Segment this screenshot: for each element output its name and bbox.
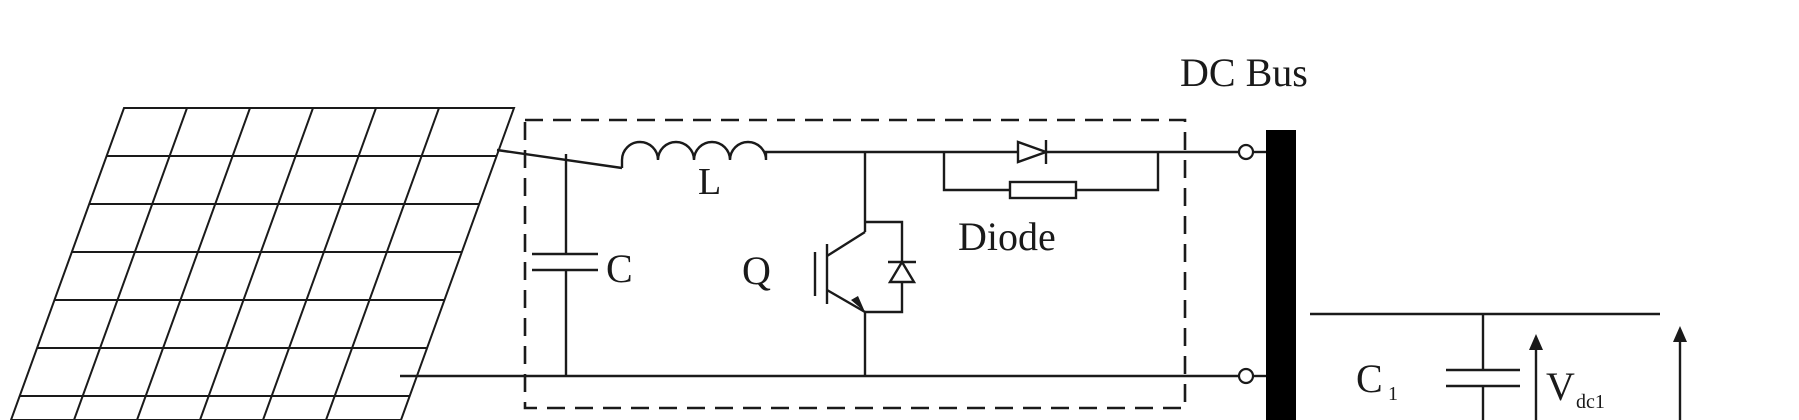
diode-symbol [1016,140,1050,164]
dc-bus-bar [1266,130,1296,420]
solar-panel-column-line [136,107,251,420]
diode-label: Diode [958,214,1056,259]
collector-arm [826,230,866,258]
wiring [400,140,1268,385]
emitter-arrow [851,296,865,312]
panel-positive-lead [496,148,623,170]
switch-q-label: Q [742,248,771,293]
emitter-arm [826,288,866,314]
capacitor-c1-label: C [1356,356,1383,401]
capacitor-c1-subscript: 1 [1388,383,1398,405]
inductor-label: L [698,161,721,203]
solar-panel [9,107,516,420]
terminal-negative [1237,367,1255,385]
solar-panel-column-line [325,107,440,420]
switch-q [813,152,917,376]
converter-boundary [523,118,1187,410]
output-arrow-head [1673,326,1687,342]
solar-panel-outline [9,107,516,420]
resistor-symbol [1008,180,1078,200]
antiparallel-diode-symbol [887,259,917,284]
capacitor-c-label: C [606,246,633,291]
solar-panel-column-line [262,107,377,420]
solar-panel-column-line [73,107,188,420]
dc-bus-label: DC Bus [1180,50,1308,95]
terminal-positive [1237,143,1255,161]
solar-panel-column-line [199,107,314,420]
voltage-arrow-head [1529,334,1543,350]
voltage-subscript: dc1 [1576,391,1605,413]
output-capacitor-group [1310,312,1687,420]
voltage-label: V [1546,364,1575,409]
inductor-symbol [620,140,804,168]
antiparallel-diode-wire [865,220,904,314]
